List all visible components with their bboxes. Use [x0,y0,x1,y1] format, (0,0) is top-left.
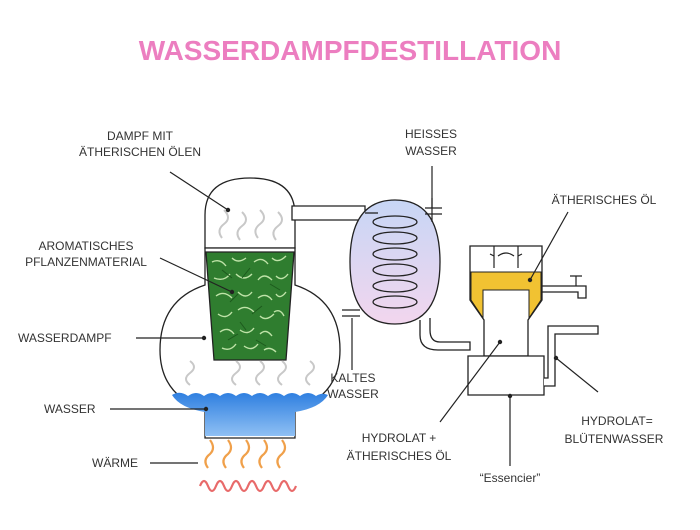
label-essential-oil: ÄTHERISCHES ÖL [552,193,657,207]
label-hydrolat-oil-1: HYDROLAT + [362,431,437,445]
leader-hydrolat-oil [439,341,501,423]
label-steam-with-oils-1: DAMPF MIT [107,129,174,143]
oil-layer [470,271,542,320]
label-cold-water-1: KALTES [330,371,375,385]
label-essencier: “Essencier” [480,471,541,485]
label-hot-water-2: WASSER [405,144,457,158]
still-vessel [159,177,366,439]
plant-leaves [211,255,289,353]
leader-plant [159,257,233,293]
label-water-vapor: WASSERDAMPF [18,331,112,345]
label-hydrolat-2: BLÜTENWASSER [565,432,664,446]
leader-hydrolat [555,357,599,393]
essencier-separator [467,245,599,396]
label-steam-with-oils-2: ÄTHERISCHEN ÖLEN [79,145,201,159]
diagram-title: WASSERDAMPFDESTILLATION [139,35,562,66]
label-hot-water-1: HEISSES [405,127,457,141]
dome-steam [218,209,283,241]
label-cold-water-2: WASSER [327,387,379,401]
body-steam [185,360,315,386]
label-plant-material-2: PFLANZENMATERIAL [25,255,147,269]
plant-basket [205,251,295,361]
label-plant-material-1: AROMATISCHES [38,239,133,253]
label-hydrolat-oil-2: ÄTHERISCHES ÖL [347,449,452,463]
boiler-water [172,392,328,436]
vapor-pipe [291,205,366,221]
leader-oil [529,211,569,281]
flame-icon [204,439,287,469]
heating-coil-icon [198,479,298,493]
leader-steam [169,171,229,211]
label-heat: WÄRME [92,456,138,470]
condenser [342,198,471,351]
label-water: WASSER [44,402,96,416]
label-hydrolat-1: HYDROLAT= [581,414,652,428]
cooling-coil [365,212,418,309]
